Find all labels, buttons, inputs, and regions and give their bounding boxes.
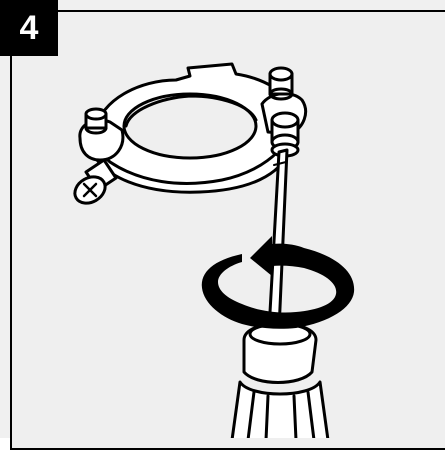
rear-left-screw-icon xyxy=(84,107,108,135)
screwdriver-icon xyxy=(230,148,330,438)
front-left-screw-icon xyxy=(73,158,118,205)
step-illustration xyxy=(73,62,355,438)
clockwise-rotation-arrow-icon xyxy=(201,236,355,329)
step-number-badge: 4 xyxy=(0,0,58,56)
rear-right-screw-icon xyxy=(268,66,294,101)
